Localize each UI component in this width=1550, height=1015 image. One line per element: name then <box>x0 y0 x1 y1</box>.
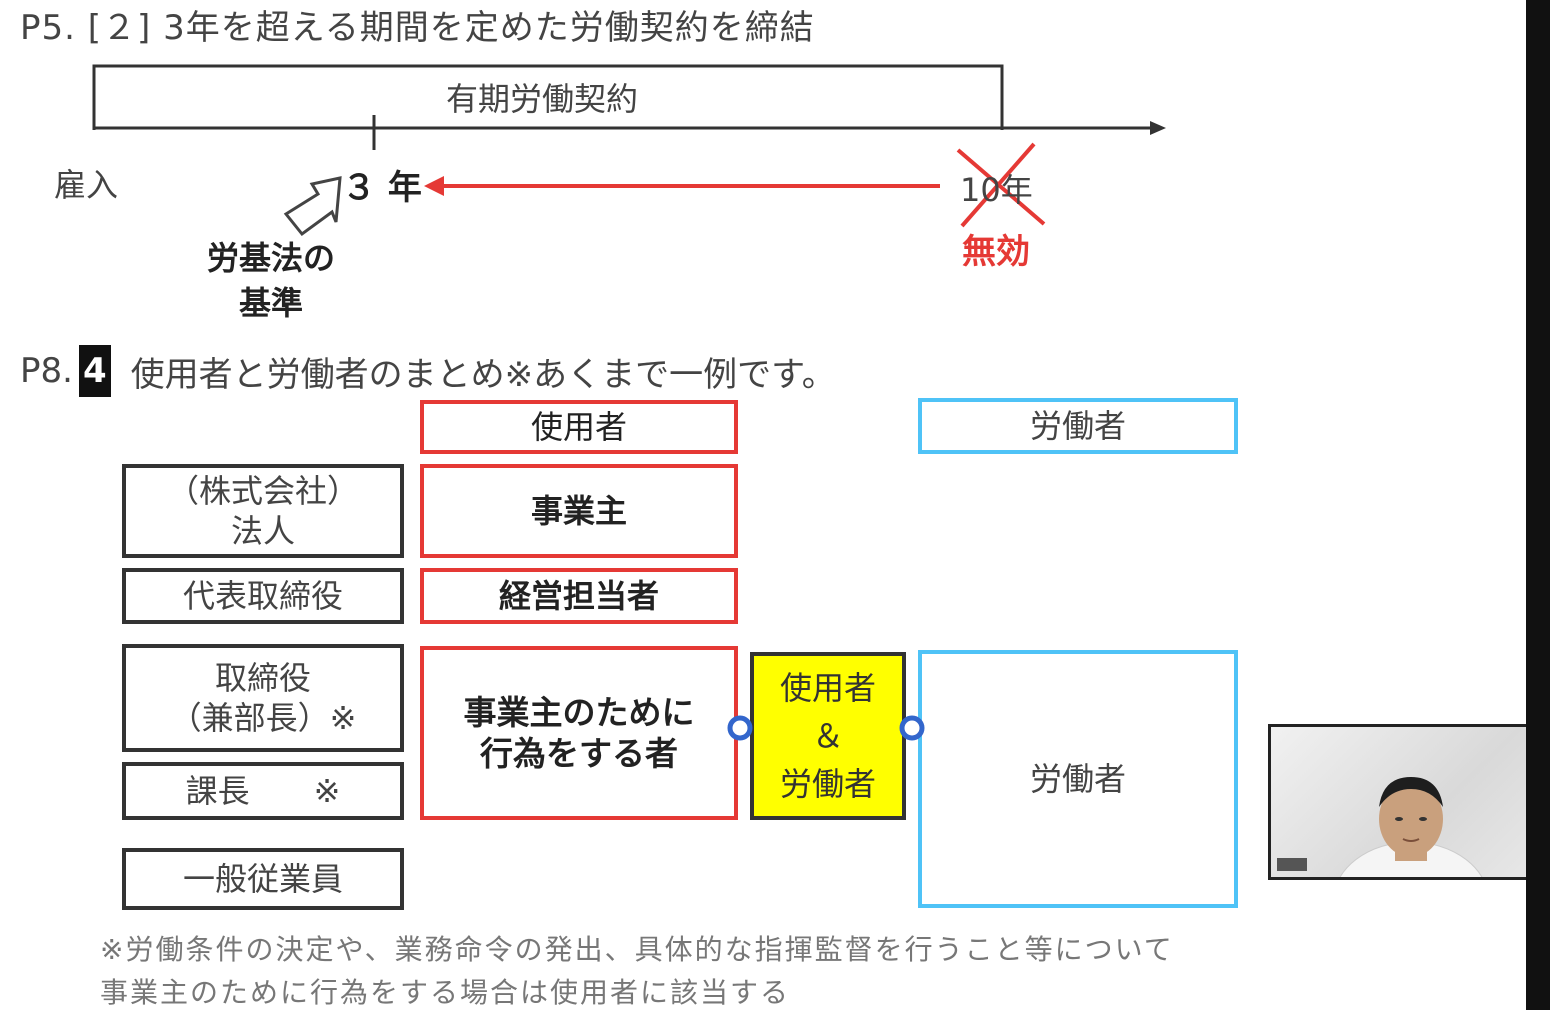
worker-header: 労働者 <box>918 398 1238 454</box>
law-standard-arrow <box>283 176 342 237</box>
webcam-person-image <box>1339 777 1483 877</box>
contract-bracket <box>92 64 1004 130</box>
contract-timeline <box>92 64 1166 237</box>
row-representative-left: 代表取締役 <box>122 568 404 624</box>
start-label: 雇入 <box>54 166 119 204</box>
reduction-arrowhead <box>424 176 444 196</box>
connector-left <box>727 715 753 741</box>
ten-year-label: 10年 <box>960 171 1033 209</box>
connector-right <box>899 715 925 741</box>
section2-title-row: P8. 4 使用者と労働者のまとめ※あくまで一例です。 <box>20 345 836 397</box>
row-director-left: 取締役 （兼部長）※ <box>122 644 404 752</box>
both-role-box: 使用者 ＆ 労働者 <box>750 652 906 820</box>
cross-line-1 <box>956 148 1046 226</box>
employer-header: 使用者 <box>420 400 738 454</box>
section1-title: P5. [２] 3年を超える期間を定めた労働契約を締結 <box>20 8 815 48</box>
law-standard-label: 労基法の 基準 <box>206 239 335 322</box>
row-manager-left: 課長 ※ <box>122 762 404 820</box>
right-edge-strip <box>1526 0 1550 1010</box>
worker-box: 労働者 <box>918 650 1238 908</box>
section2-title: 使用者と労働者のまとめ※あくまで一例です。 <box>130 354 836 395</box>
contract-label: 有期労働契約 <box>446 80 639 118</box>
timeline-arrowhead <box>1150 121 1166 135</box>
section2-number-badge: 4 <box>78 345 111 397</box>
section2-prefix: P8. <box>20 351 73 391</box>
webcam-name-tag <box>1277 858 1308 871</box>
row-corporation-right: 事業主 <box>420 464 738 558</box>
footnote: ※労働条件の決定や、業務命令の発出、具体的な指揮監督を行うこと等について 事業主… <box>100 933 1174 1010</box>
row-representative-right: 経営担当者 <box>420 568 738 624</box>
webcam-video-overlay[interactable] <box>1268 724 1540 880</box>
three-year-label: ３ 年 <box>342 168 422 208</box>
row-employee-left: 一般従業員 <box>122 848 404 910</box>
invalid-label: 無効 <box>962 232 1030 272</box>
row-corporation-left: （株式会社） 法人 <box>122 464 404 558</box>
cross-line-2 <box>960 142 1036 228</box>
